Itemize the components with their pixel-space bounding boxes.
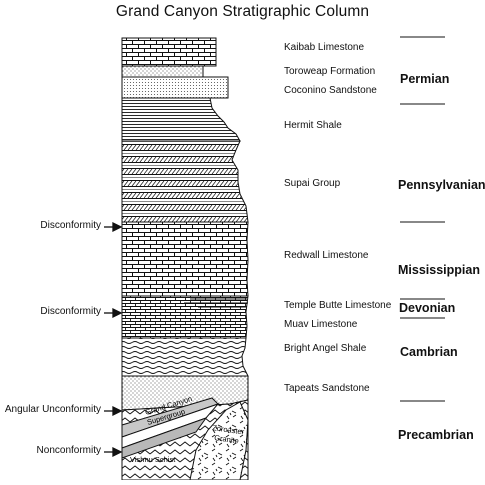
label-bright-angel-shale: Bright Angel Shale	[284, 343, 367, 354]
page-title: Grand Canyon Stratigraphic Column	[115, 3, 370, 20]
label-hermit-shale: Hermit Shale	[284, 120, 342, 131]
schist-label: Vishnu Schist	[130, 455, 176, 464]
era-permian: Permian	[400, 72, 450, 86]
layer-bright-angel-shale	[121, 337, 249, 377]
label-toroweap-formation: Toroweap Formation	[284, 66, 376, 77]
label-nonconformity: Nonconformity	[36, 445, 101, 456]
label-tapeats-sandstone: Tapeats Sandstone	[284, 383, 370, 394]
arrow-disconformity-1-head	[112, 221, 123, 233]
era-devonian: Devonian	[399, 301, 456, 315]
arrow-angular-unconformity-head	[112, 405, 123, 417]
era-pennsylvanian: Pennsylvanian	[398, 178, 485, 192]
label-supai-group: Supai Group	[284, 178, 341, 189]
label-temple-butte-limestone: Temple Butte Limestone	[284, 300, 392, 311]
arrow-disconformity-2-head	[112, 307, 123, 319]
era-mississippian: Mississippian	[398, 263, 480, 277]
layer-grand-canyon-supergroup-lower	[121, 416, 208, 459]
temple-butte-lens	[184, 298, 248, 308]
layer-kaibab-limestone	[121, 37, 217, 67]
label-disconformity-2: Disconformity	[40, 306, 101, 317]
label-redwall-limestone: Redwall Limestone	[284, 250, 369, 261]
layer-supai-group	[121, 140, 249, 223]
granite-label-2: Granite	[214, 433, 240, 445]
era-cambrian: Cambrian	[400, 345, 458, 359]
layer-coconino-sandstone	[121, 76, 229, 99]
era-dividers	[400, 36, 445, 402]
layer-hermit-shale	[121, 97, 241, 142]
label-disconformity-1: Disconformity	[40, 220, 101, 231]
label-kaibab-limestone: Kaibab Limestone	[284, 42, 365, 53]
layer-zoroaster-granite	[189, 401, 249, 481]
label-coconino-sandstone: Coconino Sandstone	[284, 85, 377, 96]
label-muav-limestone: Muav Limestone	[284, 319, 358, 330]
layer-muav-limestone	[121, 295, 249, 339]
layer-redwall-limestone	[121, 221, 249, 297]
layer-toroweap-formation	[121, 65, 204, 78]
era-precambrian: Precambrian	[398, 428, 474, 442]
label-angular-unconformity: Angular Unconformity	[4, 404, 101, 415]
granite-label-1: Zoroaster	[212, 423, 246, 436]
unconformity-arrows	[104, 221, 123, 458]
arrow-nonconformity-head	[112, 446, 123, 458]
